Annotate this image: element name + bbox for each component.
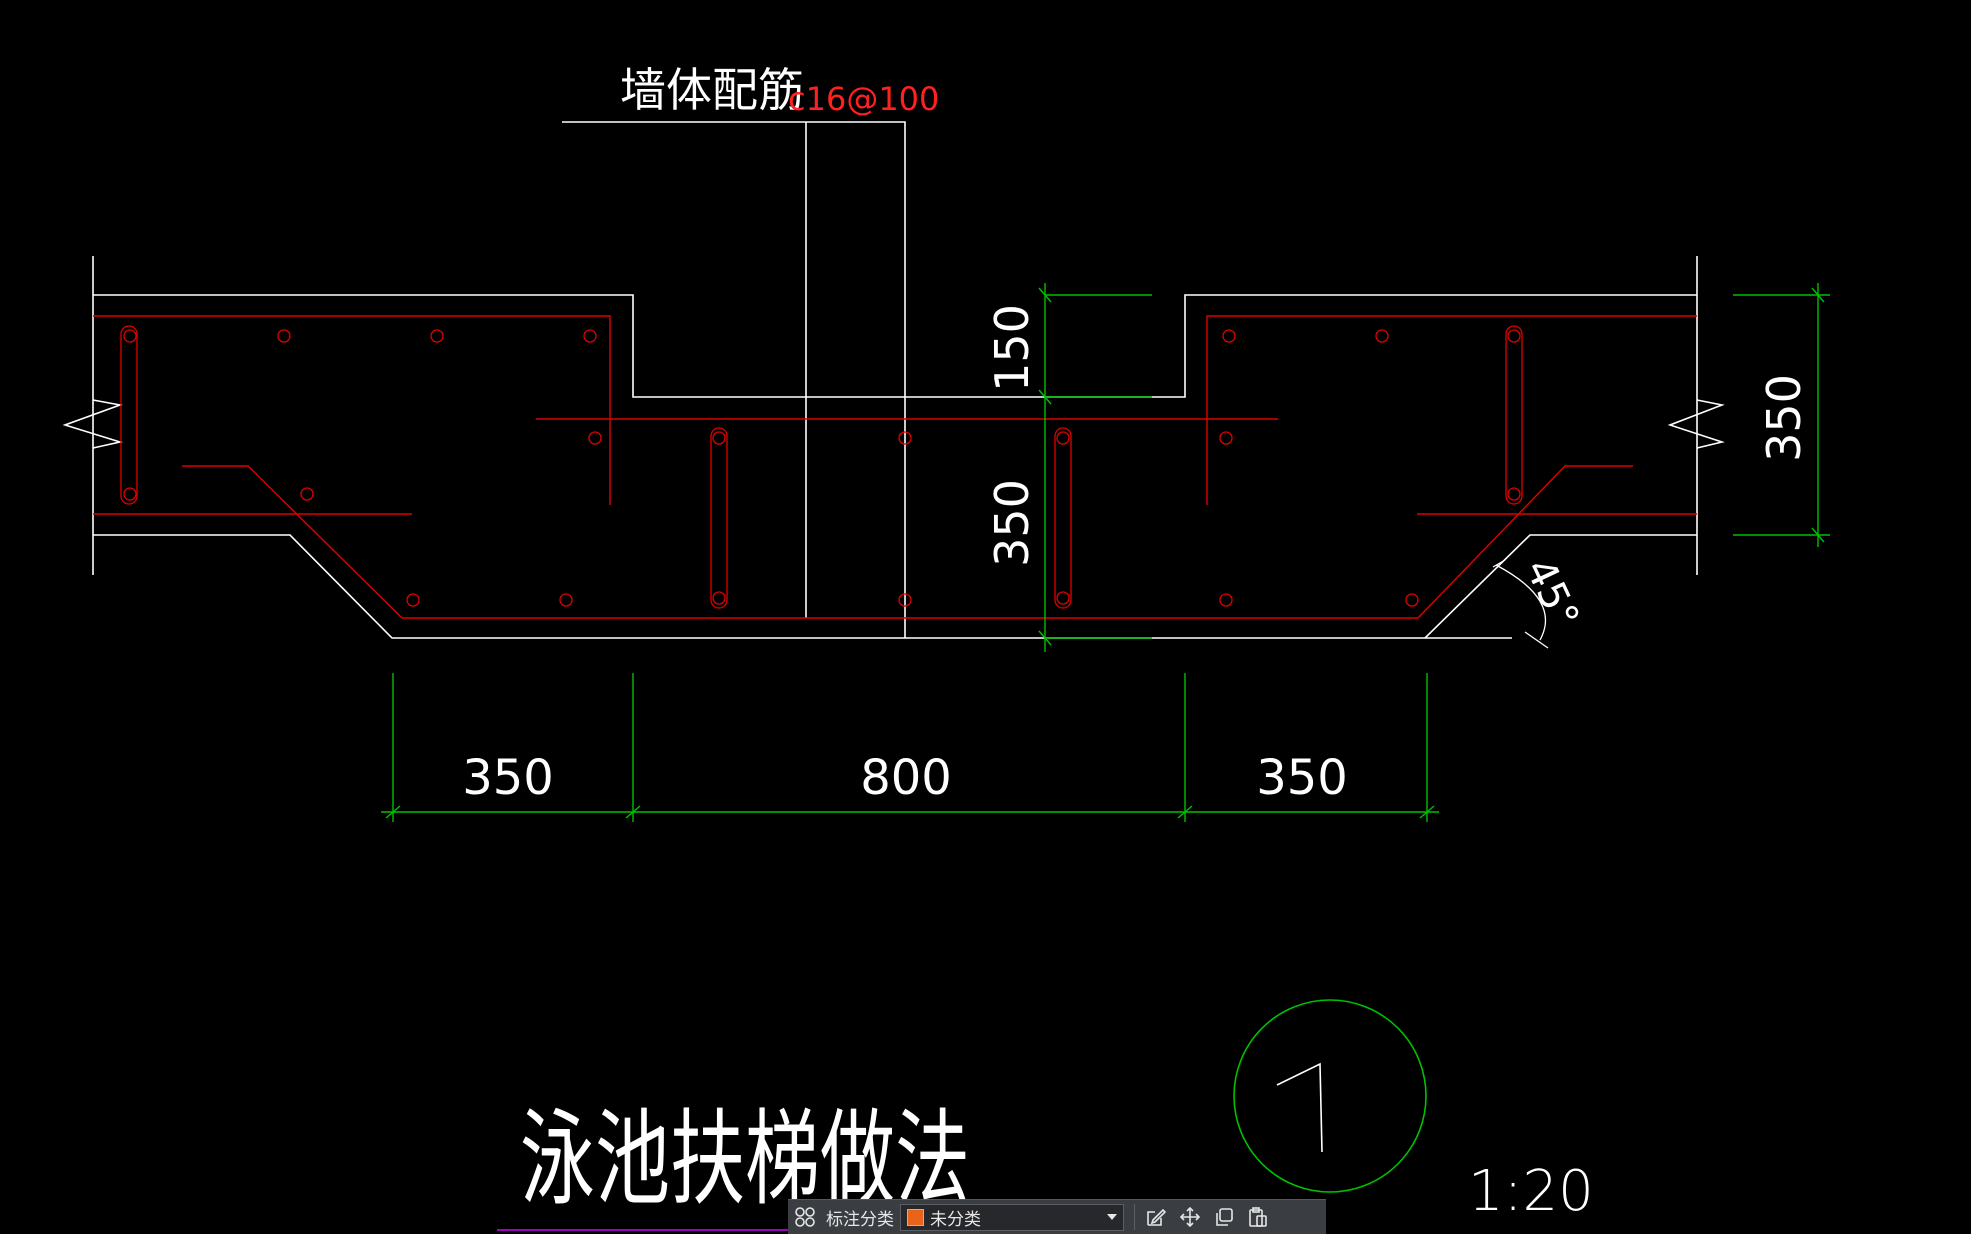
concrete-outline [62, 121, 1725, 639]
wall-reinforcement-label: 墙体配筋 [620, 63, 804, 117]
group-button[interactable] [788, 1201, 822, 1234]
rebar-lines [93, 315, 1697, 619]
category-value: 未分类 [930, 1209, 981, 1230]
dim-bottom-middle: 800 [860, 750, 952, 806]
paste-icon [1249, 1207, 1267, 1227]
edit-icon [1147, 1208, 1167, 1226]
angle-dimension [1492, 559, 1549, 649]
scale-label: 1:20 [1468, 1159, 1594, 1224]
category-label: 标注分类 [826, 1209, 894, 1230]
category-color-swatch [907, 1208, 924, 1226]
annotation-toolbar: 标注分类 未分类 [788, 1199, 1326, 1234]
chevron-down-icon [1107, 1214, 1117, 1220]
dim-bottom-left: 350 [462, 750, 554, 806]
toolbar-divider [1134, 1204, 1135, 1230]
group-icon [795, 1207, 815, 1227]
dimension-lines [381, 283, 1830, 822]
dim-step-depth: 350 [985, 479, 1039, 567]
angle-label: 45° [1516, 552, 1588, 636]
paste-button[interactable] [1241, 1201, 1275, 1234]
dim-bottom-right: 350 [1256, 750, 1348, 806]
copy-button[interactable] [1207, 1201, 1241, 1234]
copy-icon [1216, 1208, 1233, 1226]
dim-step-rise: 150 [985, 304, 1039, 392]
rebar-stirrups [120, 325, 1523, 609]
dim-slab-thickness: 350 [1757, 374, 1811, 462]
edit-button[interactable] [1139, 1201, 1173, 1234]
move-button[interactable] [1173, 1201, 1207, 1234]
rebar-spec-label: c16@100 [788, 80, 939, 118]
category-dropdown[interactable]: 未分类 [900, 1203, 1124, 1231]
detail-marker [1233, 999, 1427, 1193]
rebar-dots [123, 329, 1521, 607]
move-icon [1179, 1206, 1201, 1228]
